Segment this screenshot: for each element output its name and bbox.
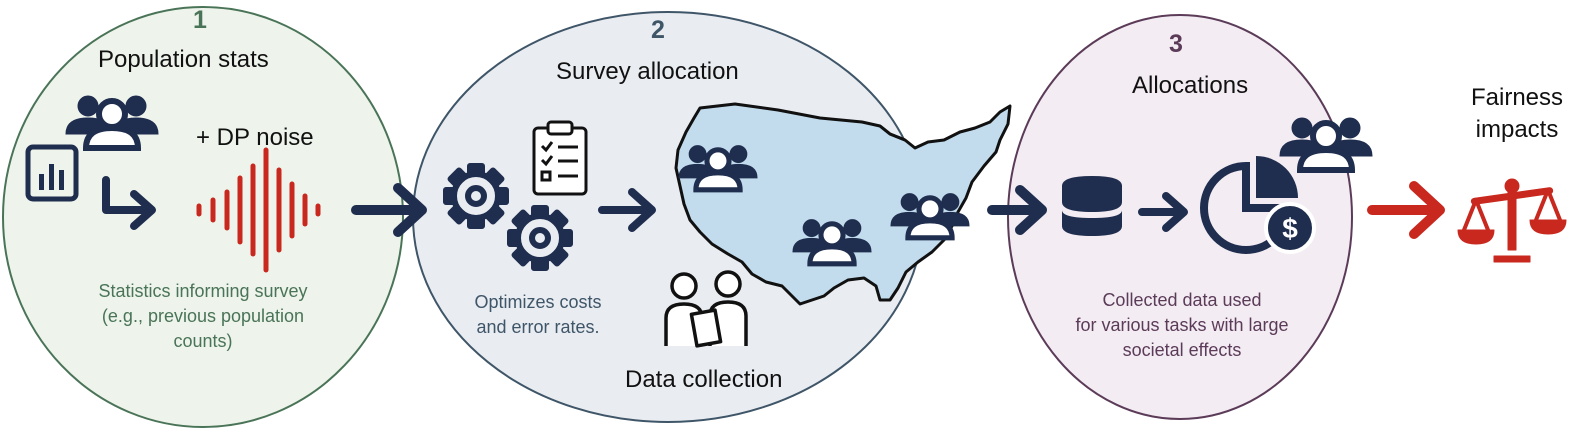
stage-2-caption: Optimizes costs and error rates. bbox=[448, 290, 628, 340]
arrow-icon bbox=[1367, 181, 1445, 239]
noise-wave-icon bbox=[196, 147, 321, 273]
pie-chart-dollar-icon: $ bbox=[1200, 156, 1316, 254]
stage-1-title: Population stats bbox=[98, 46, 269, 73]
stage-1-number: 1 bbox=[193, 6, 207, 34]
caption-line: for various tasks with large bbox=[1075, 315, 1289, 335]
arrow-icon bbox=[102, 176, 156, 230]
dp-noise-label: + DP noise bbox=[196, 124, 314, 151]
database-icon bbox=[1062, 176, 1122, 236]
arrow-icon bbox=[987, 185, 1047, 235]
caption-line: and error rates. bbox=[476, 317, 600, 337]
us-map-icon bbox=[674, 102, 1012, 306]
caption-line: societal effects bbox=[1122, 340, 1242, 360]
outcome-line: Fairness bbox=[1470, 84, 1564, 111]
arrow-icon bbox=[1138, 192, 1188, 232]
svg-text:$: $ bbox=[1282, 213, 1298, 244]
two-people-icon bbox=[664, 270, 748, 348]
gears-icon bbox=[443, 163, 573, 271]
caption-line: Collected data used bbox=[1102, 290, 1262, 310]
scales-icon bbox=[1457, 178, 1567, 263]
stage-3-caption: Collected data used for various tasks wi… bbox=[1048, 288, 1316, 363]
bar-chart-icon bbox=[25, 144, 79, 202]
stage-2-number: 2 bbox=[651, 16, 665, 44]
clipboard-checklist-icon bbox=[532, 120, 588, 196]
fairness-impacts-label: Fairness impacts bbox=[1462, 82, 1572, 146]
caption-line: Optimizes costs bbox=[474, 292, 602, 312]
caption-line: (e.g., previous population bbox=[101, 306, 305, 326]
caption-line: Statistics informing survey bbox=[98, 281, 308, 301]
outcome-line: impacts bbox=[1475, 116, 1559, 143]
caption-line: counts) bbox=[173, 331, 233, 351]
data-collection-label: Data collection bbox=[625, 366, 783, 393]
stage-3-number: 3 bbox=[1169, 30, 1183, 58]
arrow-icon bbox=[351, 183, 427, 237]
stage-1-caption: Statistics informing survey (e.g., previ… bbox=[48, 279, 358, 354]
stage-2-title: Survey allocation bbox=[556, 58, 739, 85]
stage-3-title: Allocations bbox=[1132, 72, 1249, 99]
arrow-icon bbox=[598, 188, 656, 232]
